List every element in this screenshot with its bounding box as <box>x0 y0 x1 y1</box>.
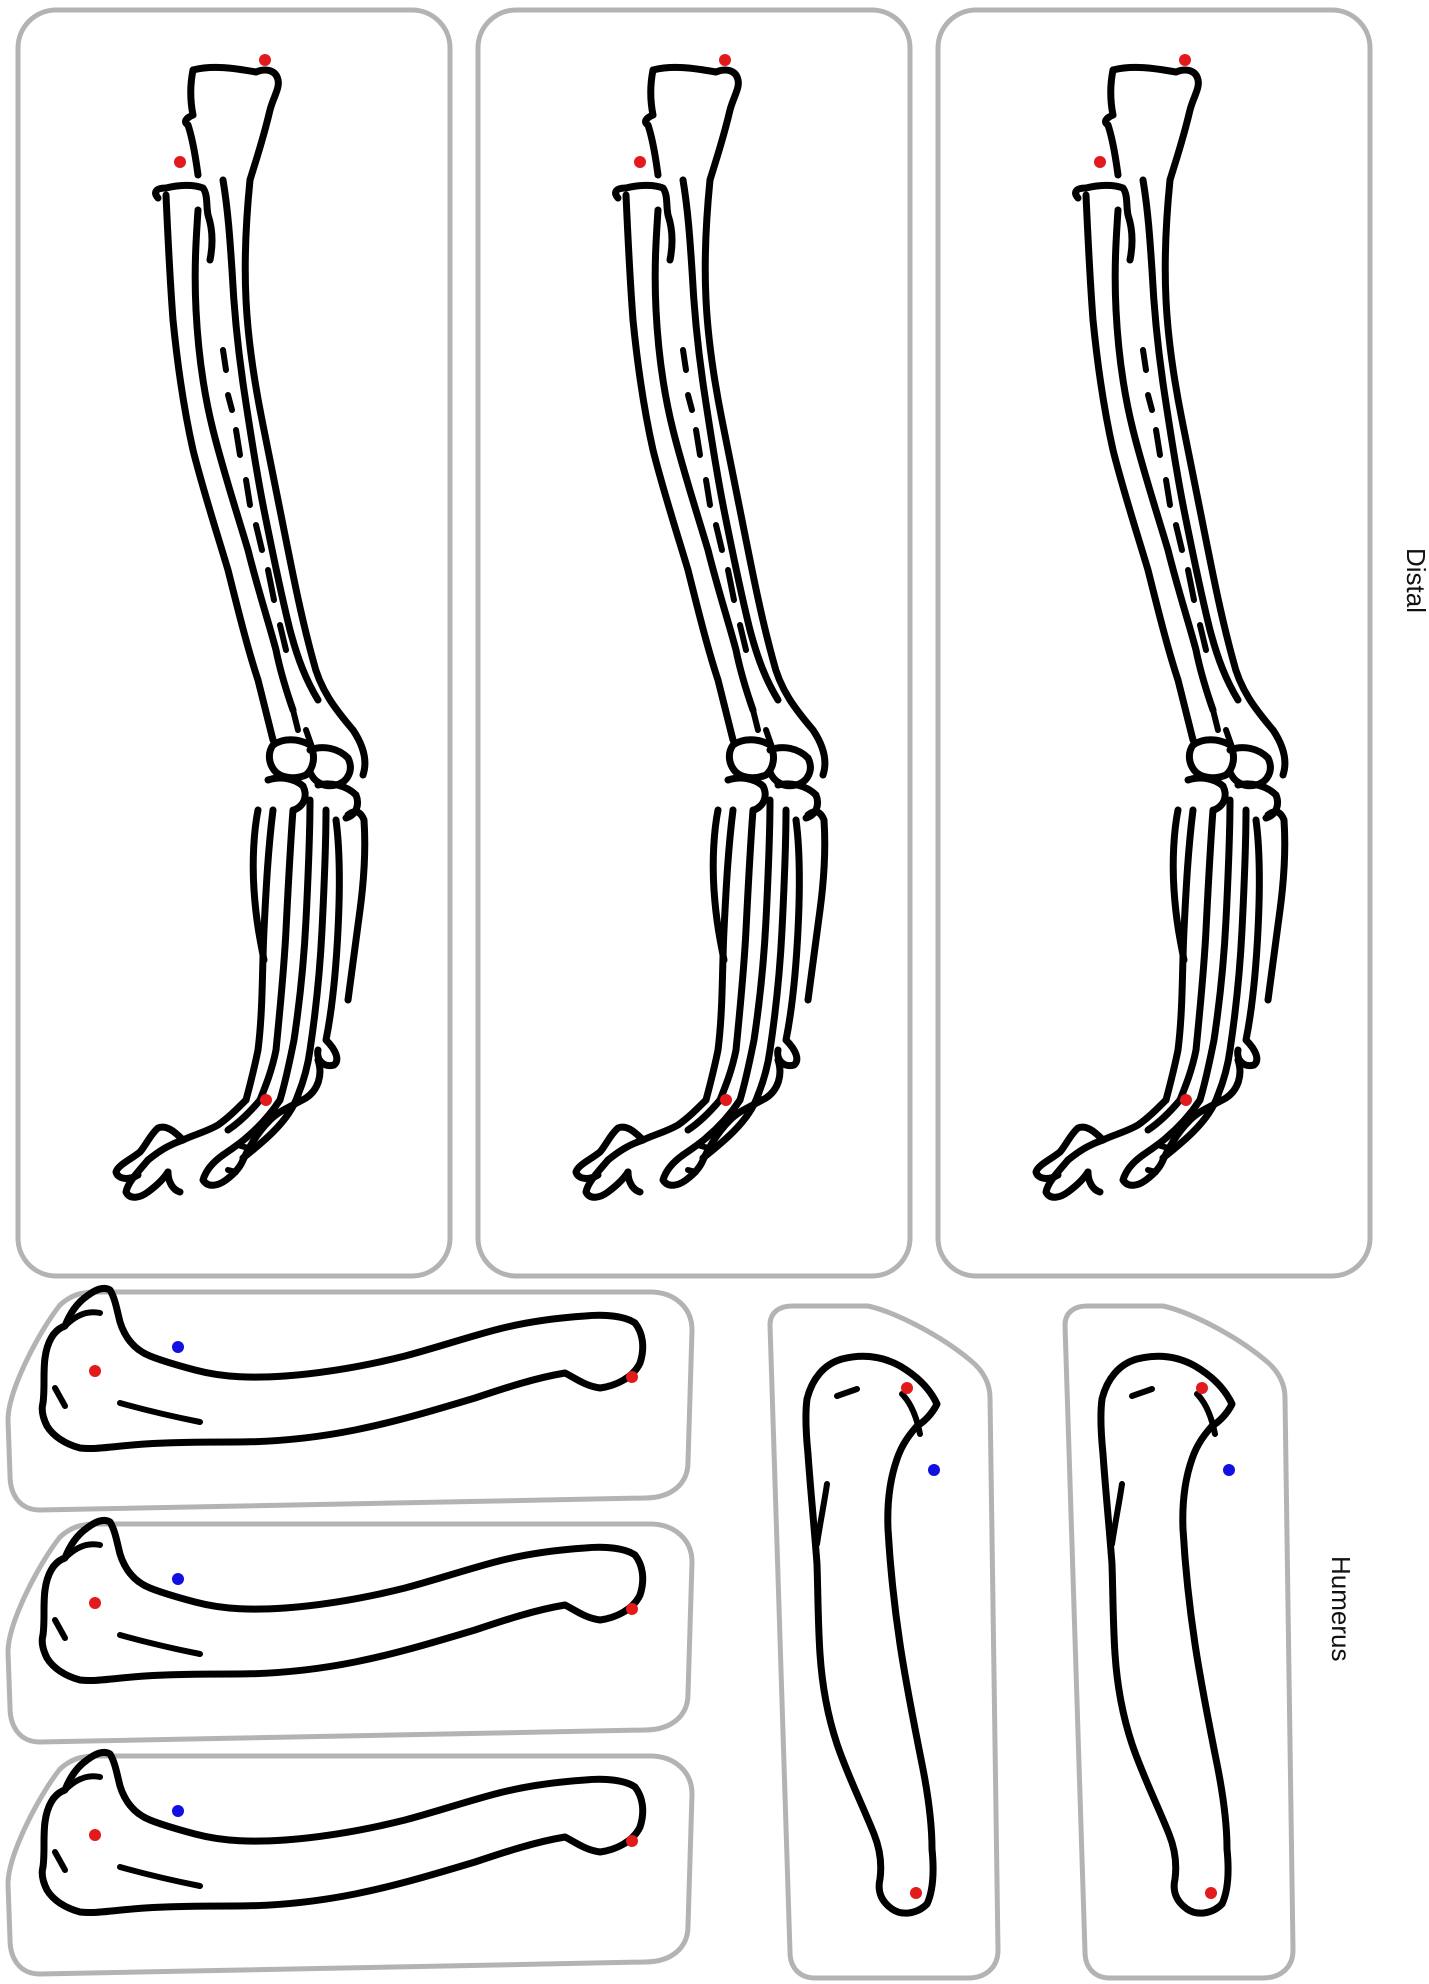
distal-panel-2 <box>478 10 910 1276</box>
humerus-lateral-panel-1 <box>8 1288 692 1510</box>
landmark-red <box>719 54 731 66</box>
distal-label: Distal <box>1400 548 1429 613</box>
landmark-blue <box>928 1464 940 1476</box>
landmark-red <box>1196 1382 1208 1394</box>
landmark-blue <box>1223 1464 1235 1476</box>
landmark-red <box>1180 1094 1192 1106</box>
landmark-red <box>259 54 271 66</box>
landmark-red <box>260 1094 272 1106</box>
landmark-red <box>1205 1887 1217 1899</box>
humerus-lateral-panel-3 <box>8 1752 692 1974</box>
landmark-red <box>89 1365 101 1377</box>
humerus-upright-panel-2 <box>1065 1306 1293 1978</box>
landmark-blue <box>172 1341 184 1353</box>
landmark-red <box>626 1371 638 1383</box>
humerus-lateral-panel-2 <box>8 1520 692 1742</box>
humerus-upright-panel-1 <box>770 1306 998 1978</box>
landmark-red <box>910 1887 922 1899</box>
landmark-blue <box>172 1573 184 1585</box>
landmark-red <box>901 1382 913 1394</box>
landmark-red <box>626 1603 638 1615</box>
landmark-blue <box>172 1805 184 1817</box>
landmark-red <box>720 1094 732 1106</box>
landmark-red <box>626 1835 638 1847</box>
landmark-red <box>174 156 186 168</box>
distal-panel-1 <box>18 10 450 1276</box>
distal-panel-3 <box>938 10 1370 1276</box>
landmark-red <box>634 156 646 168</box>
landmark-red <box>1179 54 1191 66</box>
landmark-red <box>1094 156 1106 168</box>
landmark-red <box>89 1829 101 1841</box>
landmark-red <box>89 1597 101 1609</box>
humerus-label: Humerus <box>1325 1556 1356 1661</box>
